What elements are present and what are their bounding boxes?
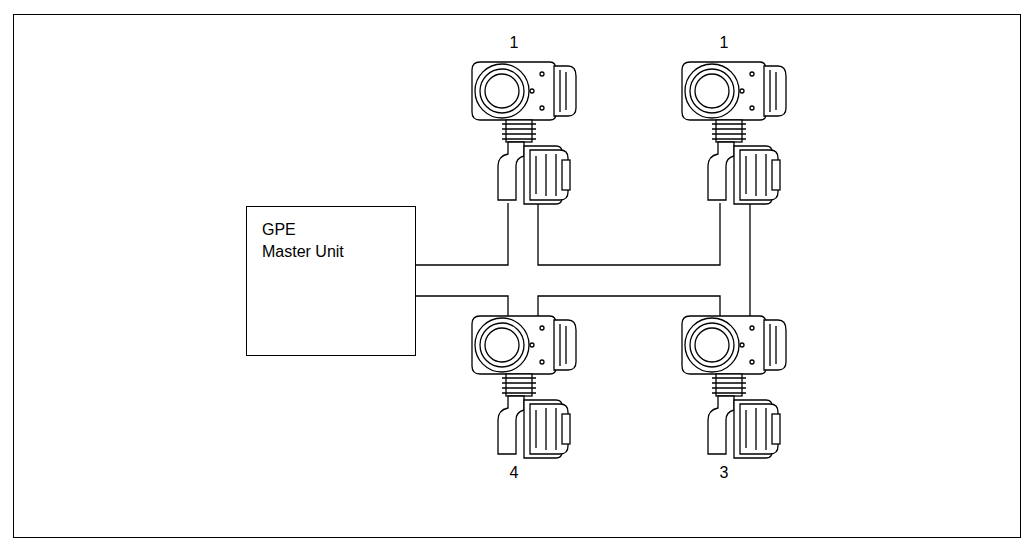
- callout-number: 4: [510, 464, 519, 482]
- node-text: GPE Master Unit: [262, 219, 346, 263]
- callout-number: 1: [510, 34, 519, 52]
- master-unit-box: GPE Master Unit: [246, 206, 416, 356]
- callout-number: 1: [720, 34, 729, 52]
- callout-number: 3: [720, 464, 729, 482]
